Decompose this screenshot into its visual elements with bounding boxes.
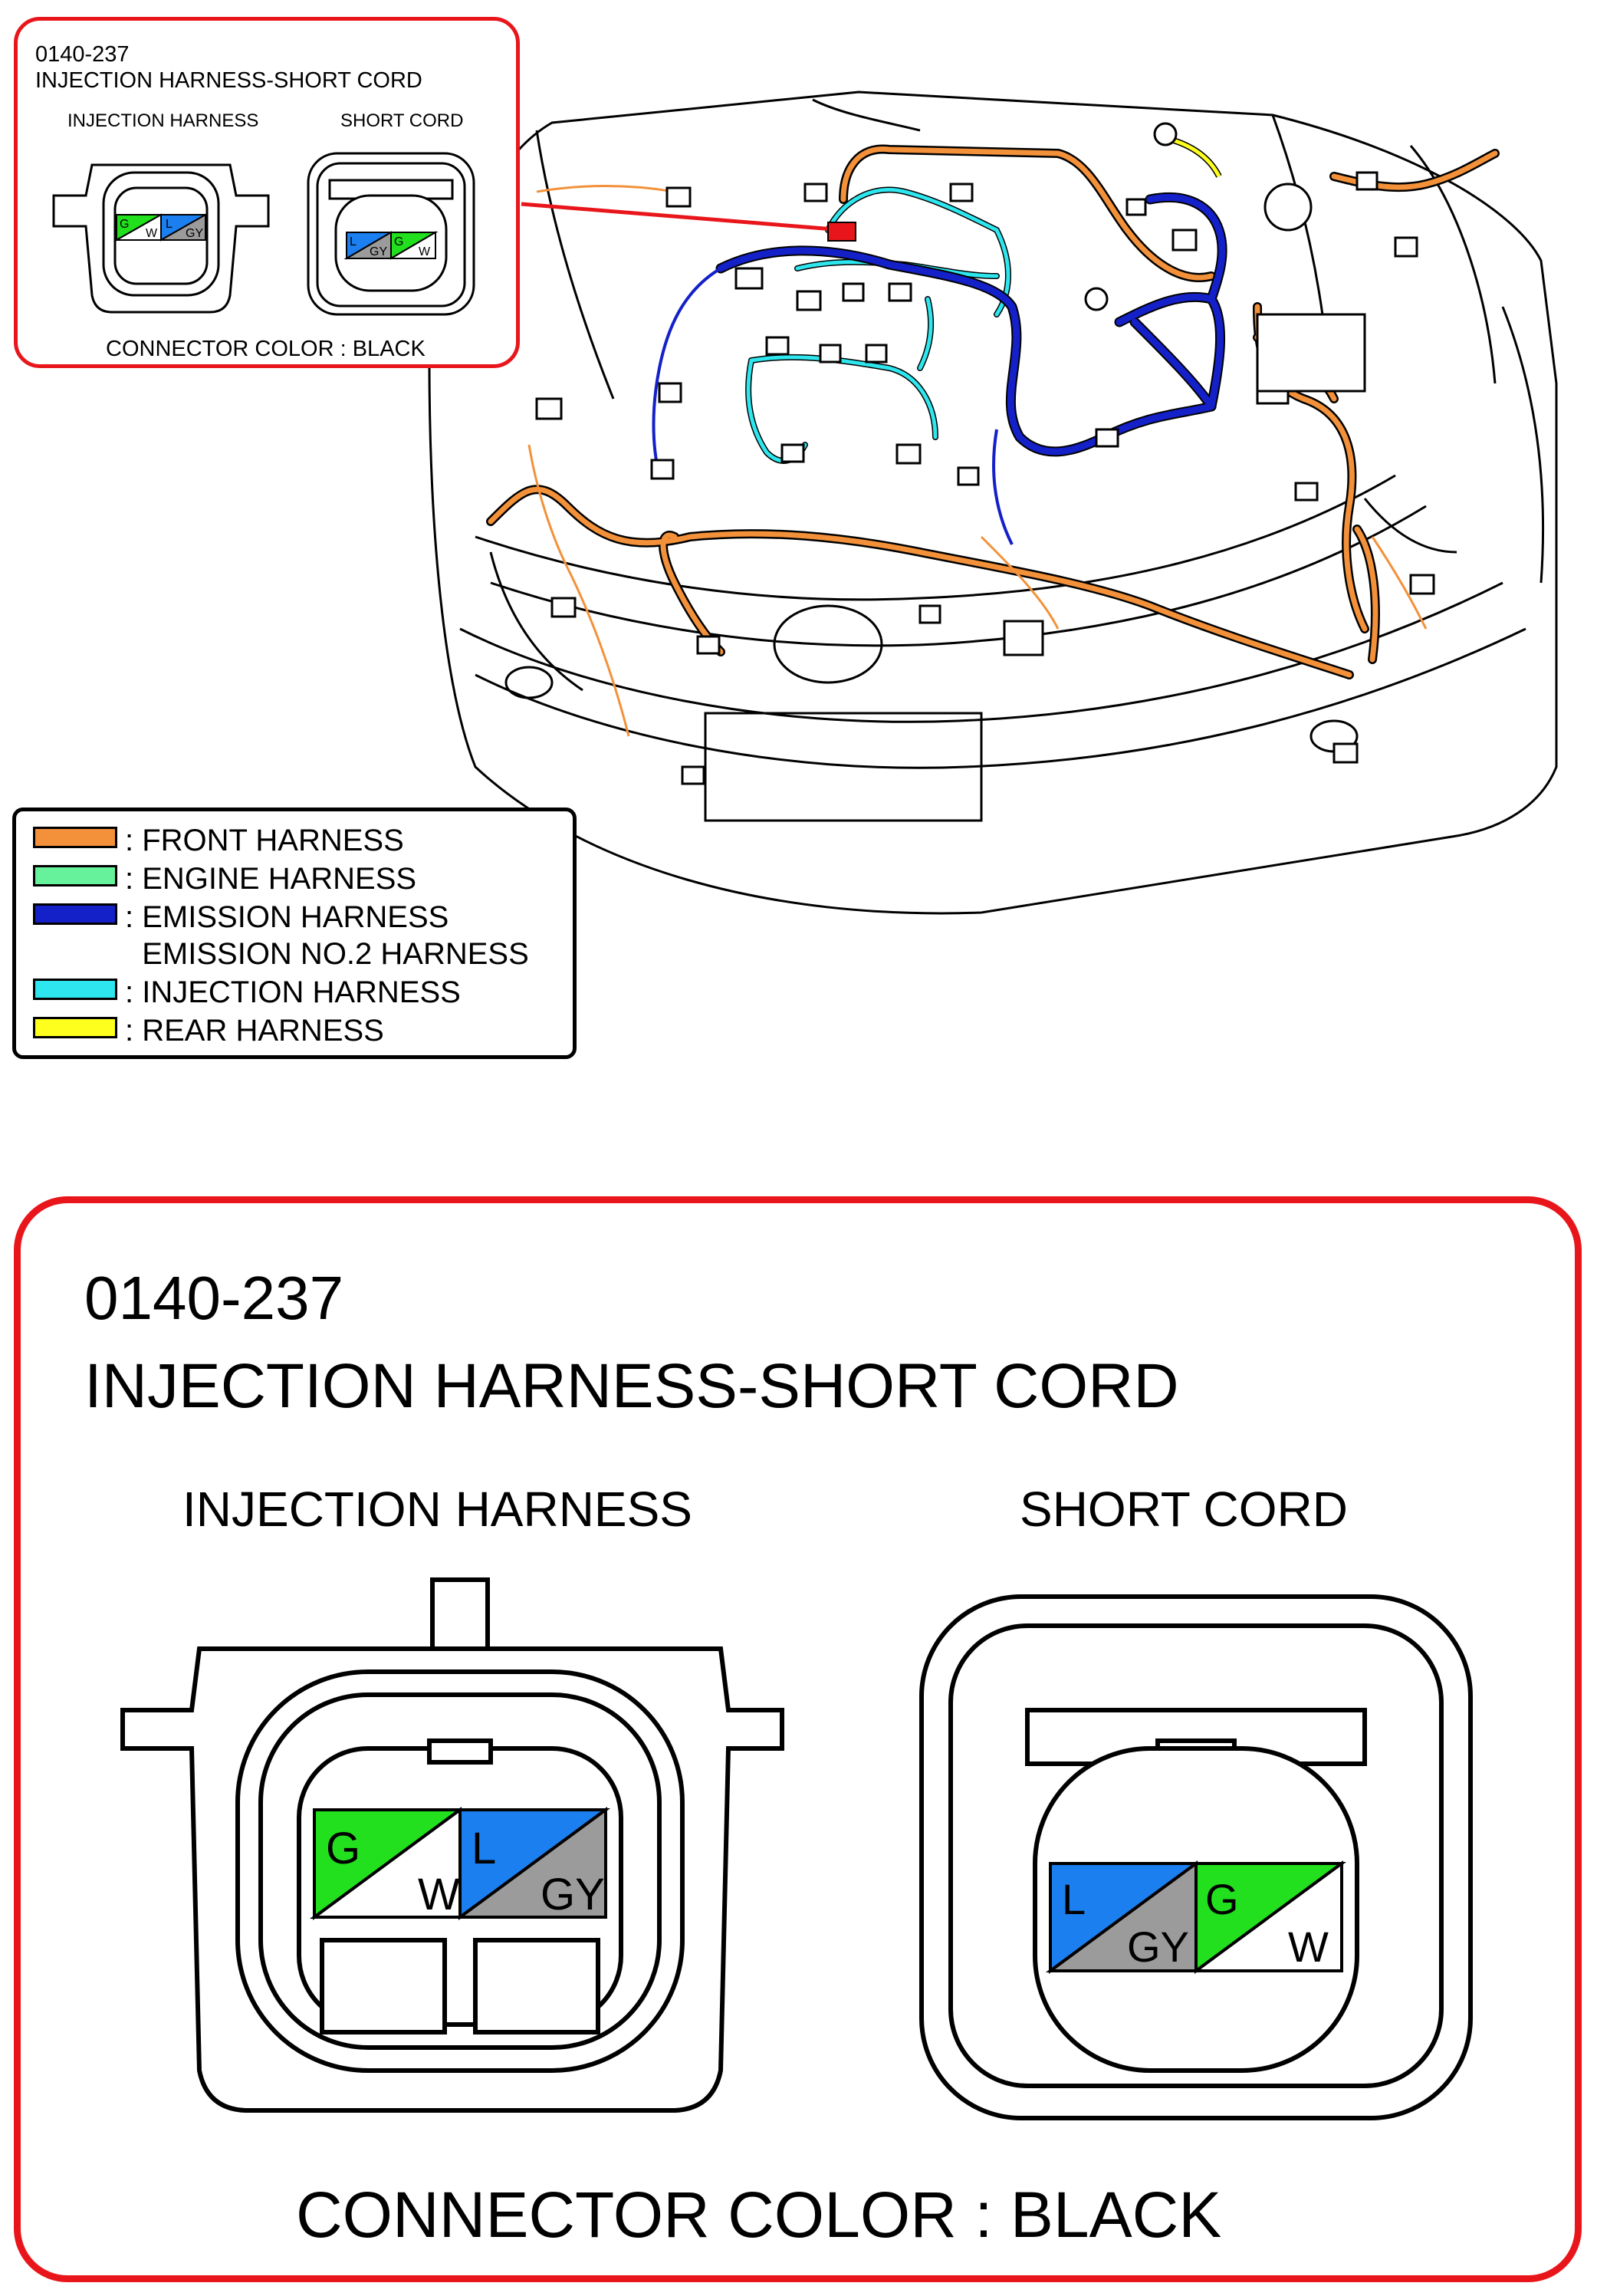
terminal-2-stripe-label: GY: [541, 1870, 605, 1919]
injection-harness: [746, 187, 1010, 463]
svg-text:W: W: [146, 227, 158, 240]
inset-code: 0140-237: [35, 42, 130, 67]
legend-item: : REAR HARNESS: [33, 1012, 384, 1049]
emission-harness-thin: [652, 267, 1014, 545]
engine-bay-illustration: [428, 90, 1558, 915]
legend-label: : FRONT HARNESS: [125, 824, 404, 857]
inset-short-cord-label: SHORT CORD: [340, 110, 464, 131]
svg-text:G: G: [394, 235, 403, 248]
legend-item: : ENGINE HARNESS: [33, 860, 416, 897]
rear-harness-outline: [1165, 135, 1222, 178]
terminal-2-stripe-label: W: [1288, 1923, 1329, 1971]
legend-label: : REAR HARNESS: [125, 1014, 384, 1048]
svg-text:GY: GY: [370, 245, 387, 258]
injection-harness-outline: [745, 186, 1011, 464]
svg-text:L: L: [166, 218, 173, 231]
legend-swatch-rear-harness: [33, 1017, 117, 1038]
legend-item: : INJECTION HARNESS: [33, 974, 461, 1011]
legend-swatch-engine-harness: [33, 865, 117, 886]
leader-line: [521, 202, 844, 232]
emission-harness-outline: [715, 192, 1227, 457]
harness-legend: : FRONT HARNESS : ENGINE HARNESS : EMISS…: [12, 808, 577, 1059]
inset-short-cord-connector: L GY G W: [307, 152, 475, 316]
inset-injection-harness-label: INJECTION HARNESS: [67, 110, 259, 131]
inset-title: INJECTION HARNESS-SHORT CORD: [35, 68, 422, 93]
terminal-1-main-label: L: [1062, 1875, 1086, 1923]
legend-item: : FRONT HARNESS: [33, 822, 404, 859]
short-cord-terminal-row: [1045, 1860, 1347, 1974]
svg-text:L: L: [350, 235, 357, 248]
legend-item: : EMISSION HARNESS EMISSION NO.2 HARNESS: [33, 899, 529, 972]
legend-label: : EMISSION HARNESS EMISSION NO.2 HARNESS: [125, 900, 529, 971]
short-cord-connector: L GY G W: [919, 1594, 1473, 2120]
terminal-1-main-label: G: [326, 1824, 360, 1873]
terminal-2-main-label: L: [472, 1824, 496, 1873]
inset-injection-connector: G W L GY: [52, 163, 270, 314]
svg-text:G: G: [120, 218, 129, 231]
connector-location-marker: [827, 222, 856, 242]
svg-text:GY: GY: [186, 227, 203, 240]
inset-connector-color: CONNECTOR COLOR : BLACK: [106, 337, 426, 361]
injection-terminal-row: [309, 1807, 611, 1920]
terminal-1-stripe-label: GY: [1127, 1923, 1189, 1971]
harness-connectors: [535, 122, 1435, 785]
vehicle-outline: [428, 90, 1558, 915]
legend-swatch-injection-harness: [33, 979, 117, 1000]
injection-harness-connector: G W L GY: [120, 1577, 784, 2113]
legend-label: : INJECTION HARNESS: [125, 975, 461, 1009]
detail-code: 0140-237: [84, 1264, 344, 1332]
svg-text:W: W: [419, 245, 431, 258]
detail-connector-color: CONNECTOR COLOR : BLACK: [296, 2179, 1222, 2251]
terminal-2-main-label: G: [1205, 1875, 1239, 1923]
detail-short-cord-label: SHORT CORD: [1020, 1482, 1348, 1537]
rear-harness: [1165, 136, 1221, 178]
legend-swatch-emission-harness: [33, 903, 117, 925]
front-harness-thin: [527, 185, 1428, 737]
legend-swatch-front-harness: [33, 827, 117, 848]
detail-title: INJECTION HARNESS-SHORT CORD: [84, 1351, 1179, 1421]
detail-injection-harness-label: INJECTION HARNESS: [182, 1482, 692, 1537]
emission-harness: [717, 193, 1226, 456]
terminal-1-stripe-label: W: [418, 1870, 460, 1919]
legend-label: : ENGINE HARNESS: [125, 862, 417, 896]
